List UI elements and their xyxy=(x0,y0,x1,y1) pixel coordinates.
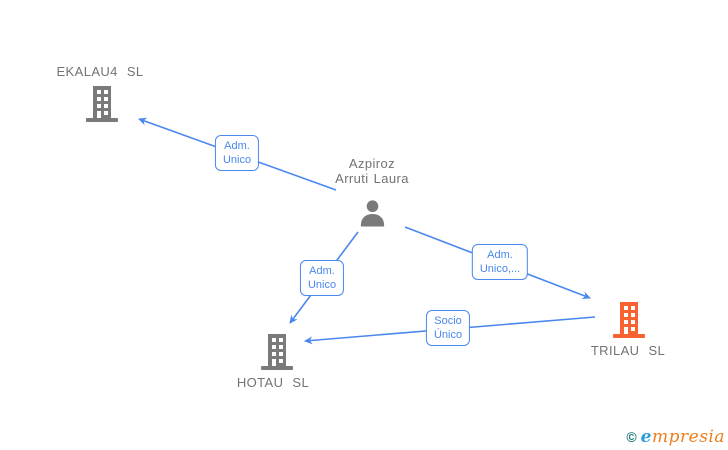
edge-label-adm-unico-hotau[interactable]: Adm. Unico xyxy=(299,260,345,296)
edge-label-line: Unico,... xyxy=(479,263,521,275)
company-label-hotau[interactable]: HOTAU SL xyxy=(236,375,310,390)
edge-label-adm-unico-trilau[interactable]: Adm. Unico,... xyxy=(471,244,529,280)
brand-rest: mpresia xyxy=(652,427,725,447)
company-label-trilau[interactable]: TRILAU SL xyxy=(590,343,666,358)
edge-label-line: Único xyxy=(433,329,463,341)
person-icon[interactable] xyxy=(358,198,387,228)
edge-label-line: Unico xyxy=(307,279,337,291)
edge-label-line: Adm. xyxy=(224,140,250,152)
brand-initial: e xyxy=(640,427,652,447)
edge-label-line: Adm. xyxy=(309,265,335,277)
person-label-line1: Azpiroz xyxy=(348,156,396,171)
person-label-line2: Arruti Laura xyxy=(335,171,409,186)
edge-label-line: Unico xyxy=(222,154,252,166)
copyright-icon: © xyxy=(626,429,637,445)
edge-label-adm-unico-ekalau4[interactable]: Adm. Unico xyxy=(214,135,260,171)
building-icon[interactable] xyxy=(613,302,645,338)
building-icon[interactable] xyxy=(261,334,293,370)
company-label-ekalau4[interactable]: EKALAU4 SL xyxy=(56,64,144,79)
brand-text: empresia xyxy=(641,427,725,447)
edge-label-line: Socio xyxy=(434,315,462,327)
edge-label-socio-unico[interactable]: Socio Único xyxy=(425,310,471,346)
person-label-azpiroz[interactable]: Azpiroz Arruti Laura xyxy=(335,156,409,186)
building-icon[interactable] xyxy=(86,86,118,122)
empresia-logo[interactable]: © empresia xyxy=(626,427,725,447)
edge-label-line: Adm. xyxy=(487,249,513,261)
